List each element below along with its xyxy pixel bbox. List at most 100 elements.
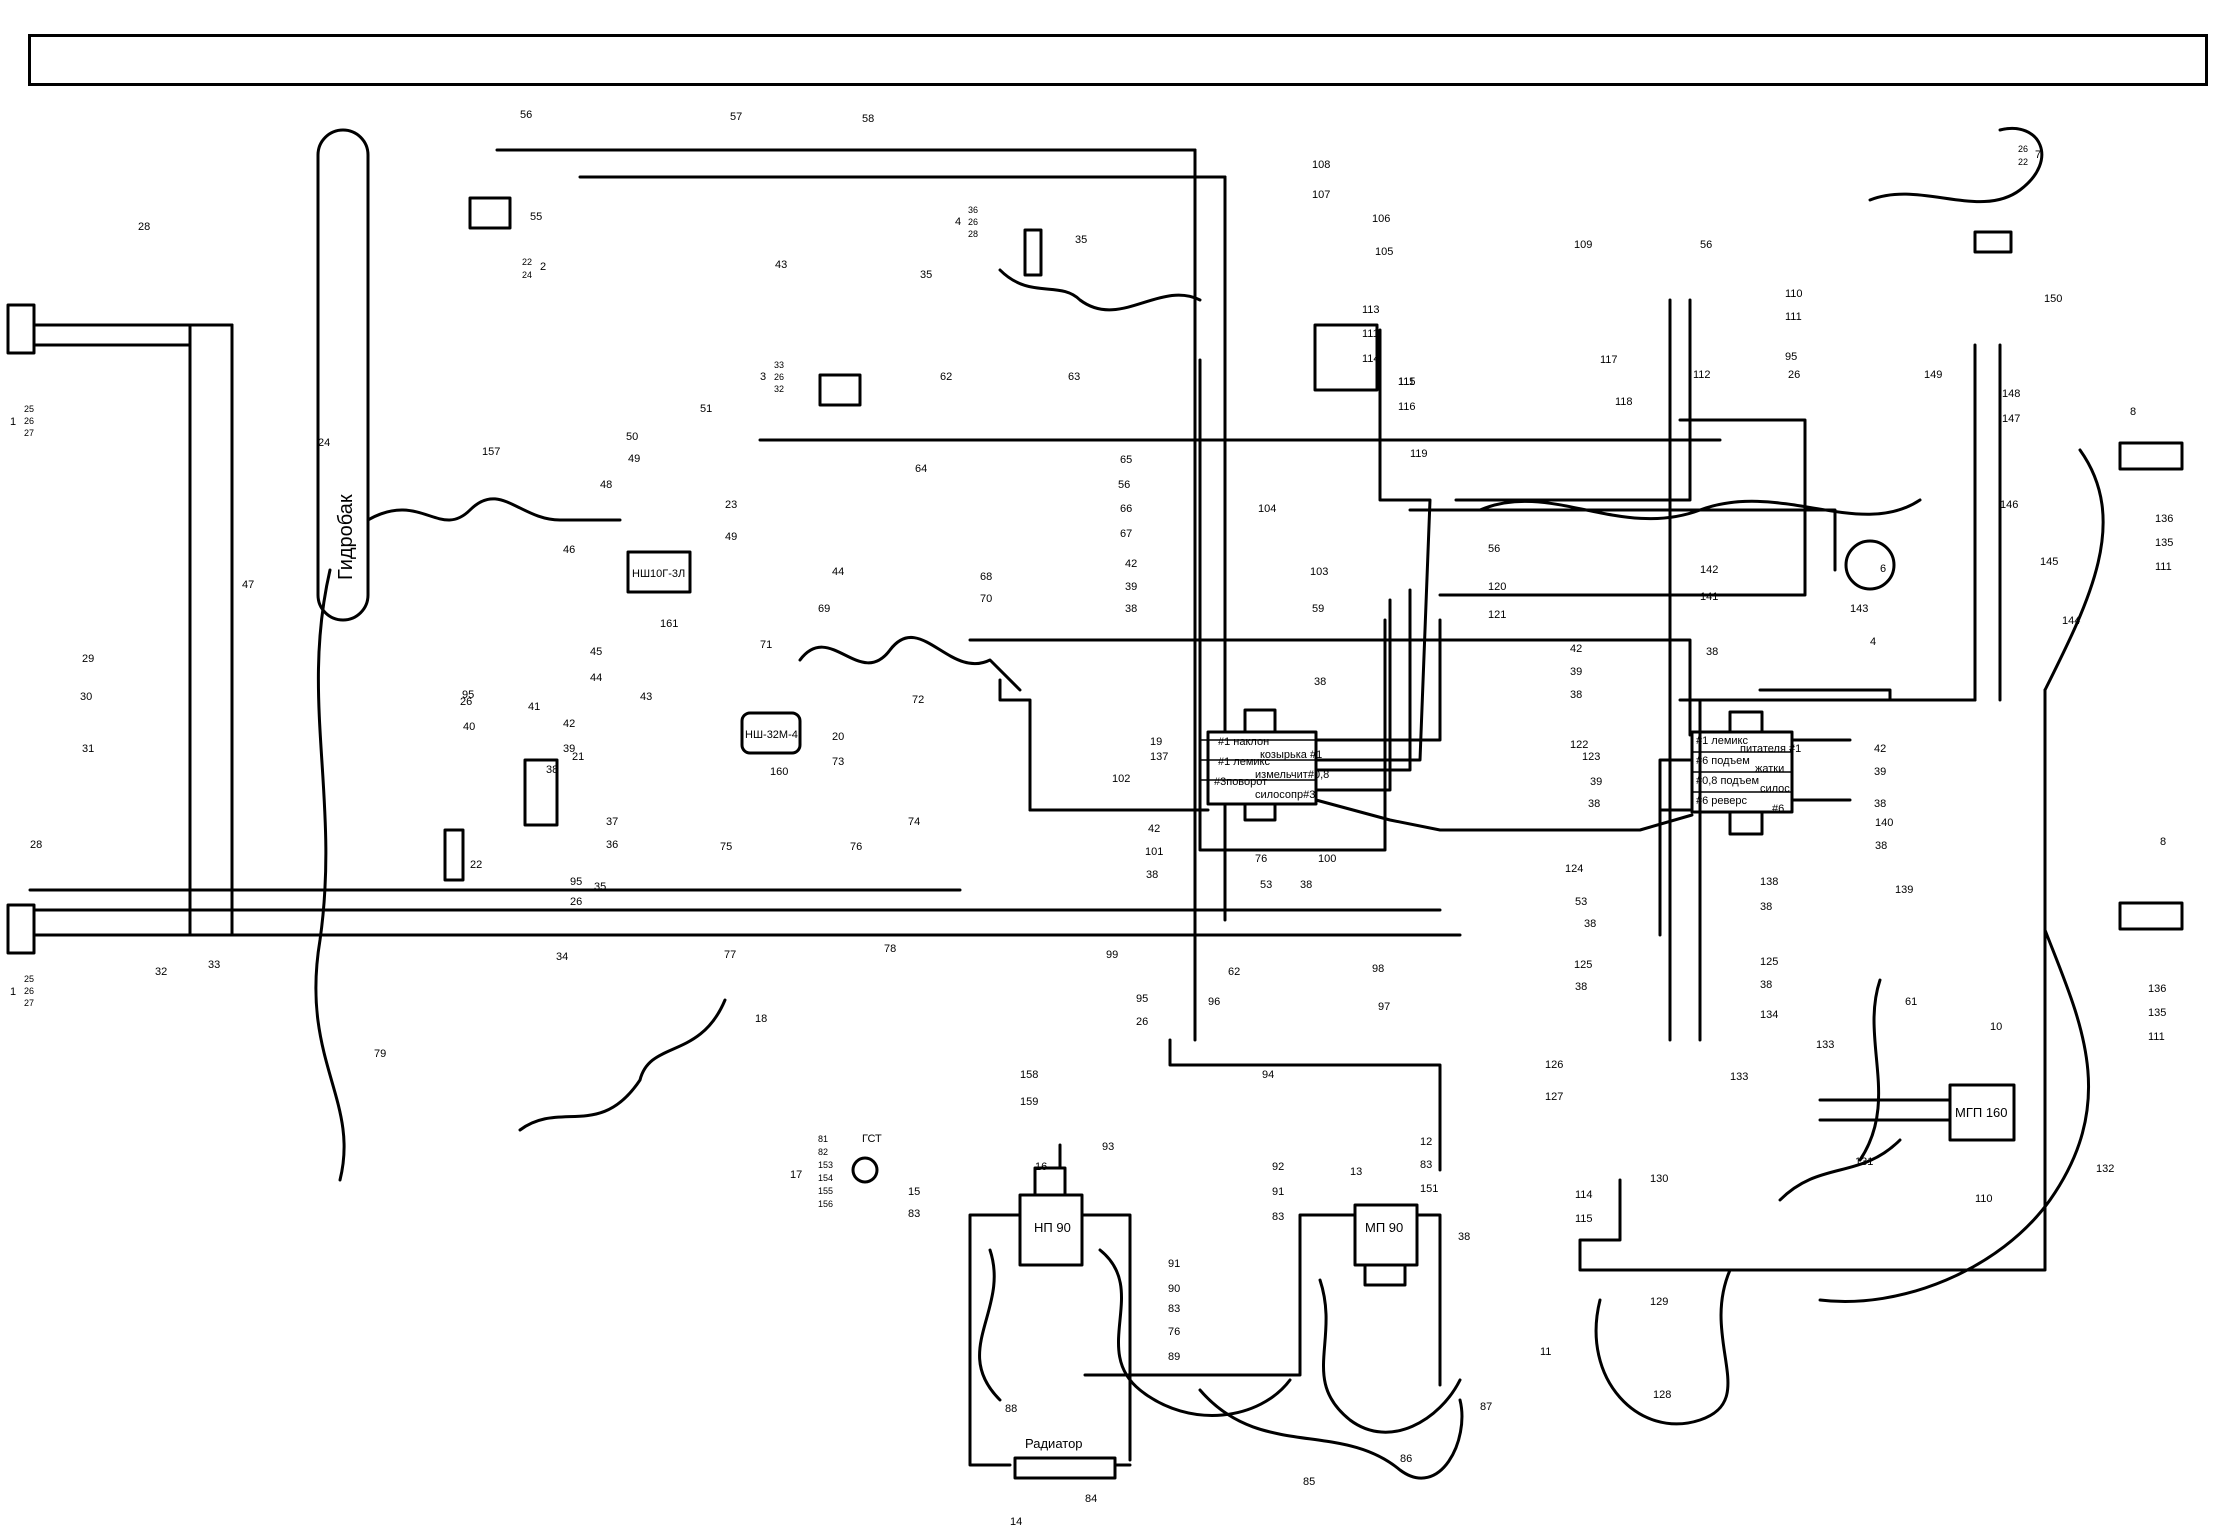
callout-c4b: 4 [1870,636,1876,648]
g2-0: 22 [522,257,532,267]
callout-c43b: 43 [640,691,652,703]
callout-c24: 24 [318,437,330,449]
callout-c129: 129 [1650,1296,1668,1308]
callout-c136a: 136 [2155,513,2173,525]
callout-c150: 150 [2044,293,2062,305]
vb1-line-5: силосопр#3 [1255,789,1315,801]
hose-144 [2043,448,2105,692]
callout-c57: 57 [730,111,742,123]
hose-18 [518,998,727,1132]
g17-3: 154 [818,1173,833,1183]
callout-c139: 139 [1895,884,1913,896]
callout-c143: 143 [1850,603,1868,615]
callout-c111d: 111 [2155,561,2172,573]
callout-c79: 79 [374,1048,386,1060]
callout-c64: 64 [915,463,927,475]
callout-c28b: 28 [30,839,42,851]
callout-c26b: 26 [570,896,582,908]
line-57 [495,148,1197,1042]
callout-c43a: 43 [775,259,787,271]
callout-c76b: 76 [1255,853,1267,865]
callout-c88: 88 [1005,1403,1017,1415]
callout-c91a: 91 [1168,1258,1180,1270]
callout-c35c: 35 [594,881,606,893]
callout-c26c: 26 [1136,1016,1148,1028]
hose-132 [1818,928,2091,1303]
callout-c108: 108 [1312,159,1330,171]
g7-1: 22 [2018,157,2028,167]
callout-c37: 37 [606,816,618,828]
g1-bottom-1: 26 [24,986,34,996]
callout-c39a: 39 [1125,581,1137,593]
callout-c70: 70 [980,593,992,605]
pump-nsh32-label: НШ-32М-4 [745,729,798,741]
callout-c160: 160 [770,766,788,778]
callout-c31: 31 [82,743,94,755]
tank-body [316,128,370,622]
callout-c115b: 115 [1575,1213,1593,1225]
callout-c148: 148 [2002,388,2020,400]
callout-c132: 132 [2096,1163,2114,1175]
pump-nsh10-body [626,550,692,594]
callout-c62b: 62 [1228,966,1240,978]
callout-c144: 144 [2062,615,2080,627]
g17-5: 156 [818,1199,833,1209]
callout-c38c: 38 [546,764,558,776]
callout-c38g: 38 [1146,869,1158,881]
callout-c51: 51 [700,403,712,415]
vb1-line-3: измельчит#0,8 [1255,769,1329,781]
callout-c90: 90 [1168,1283,1180,1295]
vb2-line-3: жатки [1755,763,1784,775]
g1-bottom-2: 27 [24,998,34,1008]
callout-c56c: 56 [1118,479,1130,491]
callout-c23: 23 [725,499,737,511]
callout-c157: 157 [482,446,500,458]
callout-c38d: 38 [1570,689,1582,701]
callout-c115: 115 [1398,376,1416,388]
valve-block-1-text: #1 наклон козырька #1 #1 лемикс измельчи… [1214,736,1329,801]
callout-c77: 77 [724,949,736,961]
callout-c137: 137 [1150,751,1168,763]
callout-c95a: 95 [462,689,474,701]
callout-c112: 112 [1693,369,1711,381]
callout-c85: 85 [1303,1476,1315,1488]
g1-top-2: 27 [24,428,34,438]
callout-c63: 63 [1068,371,1080,383]
radiator-body [1013,1456,1117,1480]
vb2-line-7: #6 [1772,803,1784,815]
callout-c134: 134 [1760,1009,1778,1021]
filter-body [1313,323,1379,392]
callout-c18: 18 [755,1013,767,1025]
callout-c28a: 28 [138,221,150,233]
callout-c84: 84 [1085,1493,1097,1505]
callout-c38j: 38 [1760,979,1772,991]
callout-c44a: 44 [832,566,844,578]
callout-c124: 124 [1565,863,1583,875]
motor-mp90-body [1353,1203,1419,1267]
g1-bottom-0: 25 [24,974,34,984]
hose-35 [998,268,1202,312]
motor-mgp160-label: МГП 160 [1955,1105,2008,1120]
callout-c21: 21 [572,751,584,763]
callout-c130: 130 [1650,1173,1668,1185]
callout-c91b: 91 [1272,1186,1284,1198]
radiator-label: Радиатор [1025,1436,1083,1451]
hose-149 [1478,498,1922,521]
vb2-line-5: силос [1760,783,1790,795]
callout-c96: 96 [1208,996,1220,1008]
g1-top-1: 26 [24,416,34,426]
callout-c74: 74 [908,816,920,828]
callout-c66: 66 [1120,503,1132,515]
callout-c48: 48 [600,479,612,491]
callout-c125a: 125 [1574,959,1592,971]
callout-c19: 19 [1150,736,1162,748]
callout-c105: 105 [1375,246,1393,258]
vb1-line-2: #1 лемикс [1218,756,1270,768]
callout-c111b: 111 [1362,328,1379,340]
callout-c61: 61 [1905,996,1917,1008]
callout-c94: 94 [1262,1069,1274,1081]
callout-c106: 106 [1372,213,1390,225]
callout-c101: 101 [1145,846,1163,858]
callout-c44b: 44 [590,672,602,684]
